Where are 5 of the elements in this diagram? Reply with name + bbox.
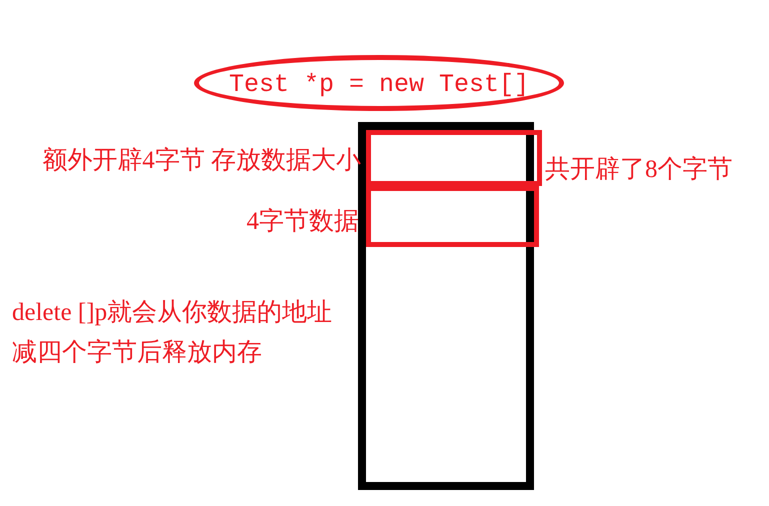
code-text: Test *p = new Test[] [228, 70, 530, 99]
annotation-text: delete []p就会从你数据的地址减四个字节后释放内存 [12, 298, 334, 368]
annotation-text: 共开辟了8个字节 [545, 155, 732, 185]
annotation-text: 4字节数据 [246, 207, 359, 237]
code-ellipse [194, 55, 564, 111]
